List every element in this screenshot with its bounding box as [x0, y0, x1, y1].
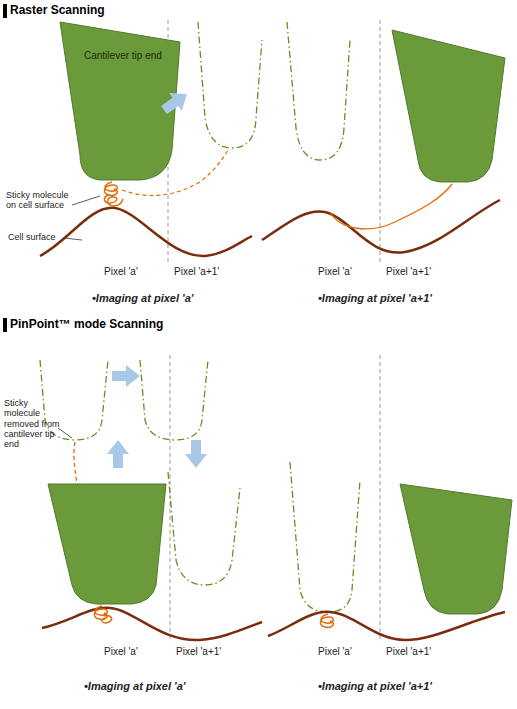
part-label: Sticky molecule on cell surface [6, 190, 74, 211]
step-caption: •Imaging at pixel 'a+1' [318, 292, 432, 305]
step-caption: •Imaging at pixel 'a' [84, 680, 185, 693]
step-caption: •Imaging at pixel 'a+1' [318, 680, 432, 693]
section-heading: PinPoint™ mode Scanning [10, 318, 163, 332]
step-caption: •Imaging at pixel 'a' [92, 292, 193, 305]
part-label: Cantilever tip end [84, 50, 162, 62]
section-heading: Raster Scanning [10, 4, 105, 18]
pixel-label: Pixel 'a+1' [176, 646, 221, 658]
part-label: Cell surface [8, 232, 56, 242]
pixel-label: Pixel 'a+1' [386, 646, 431, 658]
pixel-label: Pixel 'a' [104, 266, 138, 278]
pixel-label: Pixel 'a+1' [174, 266, 219, 278]
pixel-label: Pixel 'a' [104, 646, 138, 658]
pixel-label: Pixel 'a+1' [386, 266, 431, 278]
pixel-label: Pixel 'a' [318, 266, 352, 278]
pixel-label: Pixel 'a' [318, 646, 352, 658]
part-label: Sticky molecule removed from cantilever … [4, 398, 62, 450]
